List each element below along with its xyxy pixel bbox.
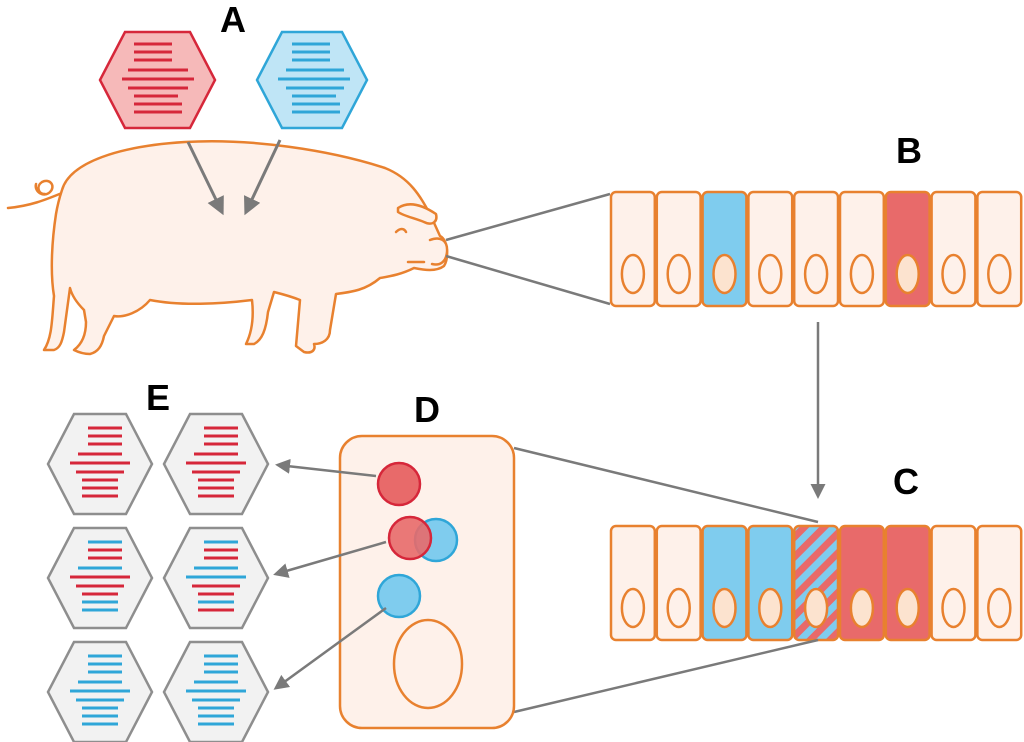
tissue-c-cells [609,524,1023,642]
progeny-virus-red-icon [46,412,154,516]
cell-d [338,434,516,730]
red-virion-overlap [387,515,433,561]
progeny-virus-red-icon [162,412,270,516]
label-e: E [146,377,171,418]
progeny-virus-red-mixed-icon [46,526,154,630]
pig-icon [6,139,449,356]
pig-snout [428,237,449,266]
zoom-lines-d [513,446,819,714]
tissue-c-cell-normal [930,524,977,642]
infection-arrows [186,139,282,216]
tissue-b-cell-normal [930,190,977,308]
nucleus [392,618,464,710]
tissue-c-cell-red [884,524,931,642]
label-b: B [896,130,922,171]
red-virion [376,461,422,507]
red-hexagon-virus-icon [98,30,217,130]
progeny-virus-blue-icon [162,640,270,742]
label-a: A [220,0,246,40]
tissue-b-cell-normal [976,190,1023,308]
tissue-b-cell-red [884,190,931,308]
tissue-c-cell-red [838,524,886,642]
blue-virion [376,573,422,619]
tissue-b-cell-normal [747,190,794,308]
tissue-c-cell-normal [655,524,702,642]
pig-body [42,139,449,356]
tissue-c-cell-blue [747,524,794,642]
tissue-c-cell-normal [976,524,1023,642]
label-c: C [893,461,919,502]
tissue-b-cell-normal [838,190,886,308]
tissue-b-cells [609,190,1023,308]
tissue-b-cell-blue [701,190,748,308]
tissue-b-cell-normal [609,190,657,308]
progeny-arrows [273,458,387,690]
tissue-b-cell-normal [792,190,840,308]
pig-ear [396,203,438,225]
label-d: D [414,389,440,430]
zoom-lines-b [445,192,611,306]
tissue-c-cell-blue [701,524,748,642]
progeny-viruses [46,412,270,742]
tissue-b-cell-normal [655,190,702,308]
tissue-c-cell-mixed [792,524,840,642]
pig-tail [6,179,64,210]
tissue-c-cell-normal [609,524,657,642]
blue-hexagon-virus-icon [255,30,369,130]
progeny-virus-blue-icon [46,640,154,742]
progeny-virus-mixed-icon [162,526,270,630]
